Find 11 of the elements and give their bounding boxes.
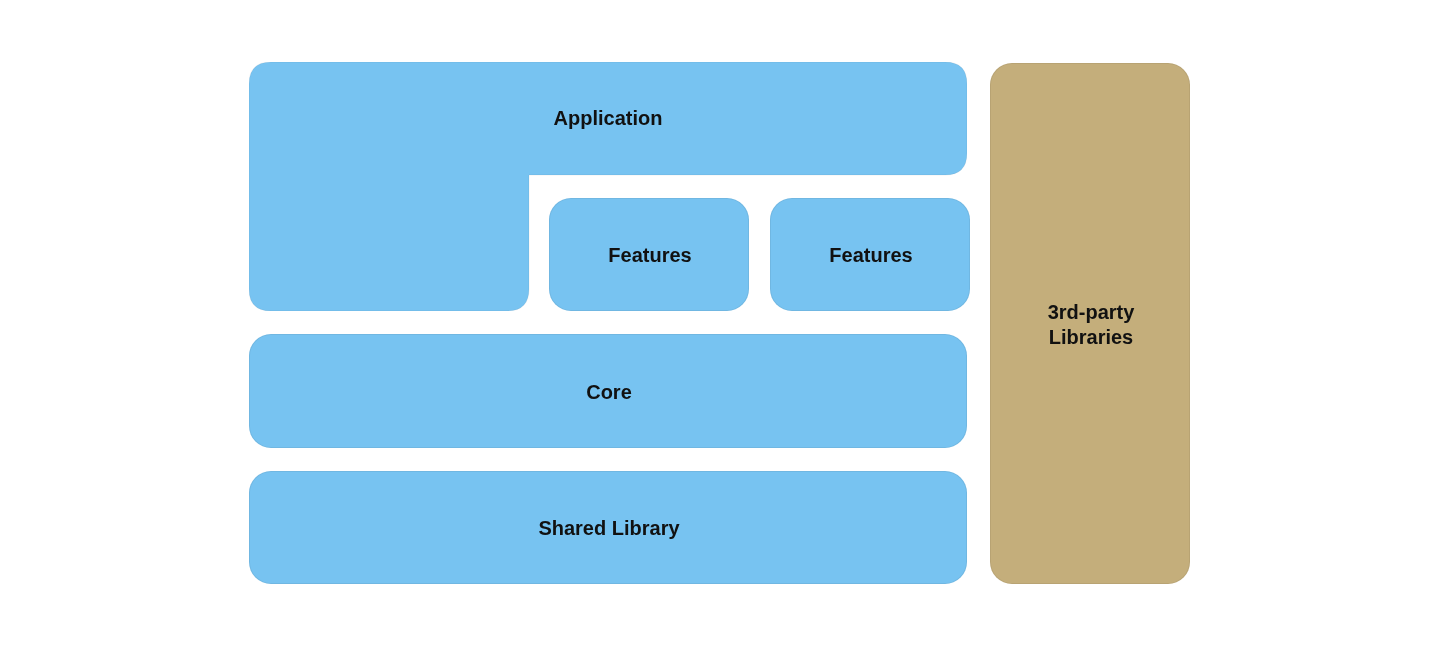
- layer-panel: [249, 471, 967, 584]
- layer-label: Shared Library: [538, 516, 680, 541]
- layer-panel: [990, 63, 1190, 584]
- layer-label: 3rd-party Libraries: [1046, 299, 1136, 350]
- layer-panel: [770, 198, 970, 311]
- layer-panel: [549, 198, 749, 311]
- layer-label: Core: [586, 379, 632, 405]
- layer-panel: [249, 334, 967, 448]
- layer-label: Application: [553, 106, 663, 131]
- layer-label: Features: [608, 243, 692, 268]
- layer-label: Features: [829, 243, 913, 268]
